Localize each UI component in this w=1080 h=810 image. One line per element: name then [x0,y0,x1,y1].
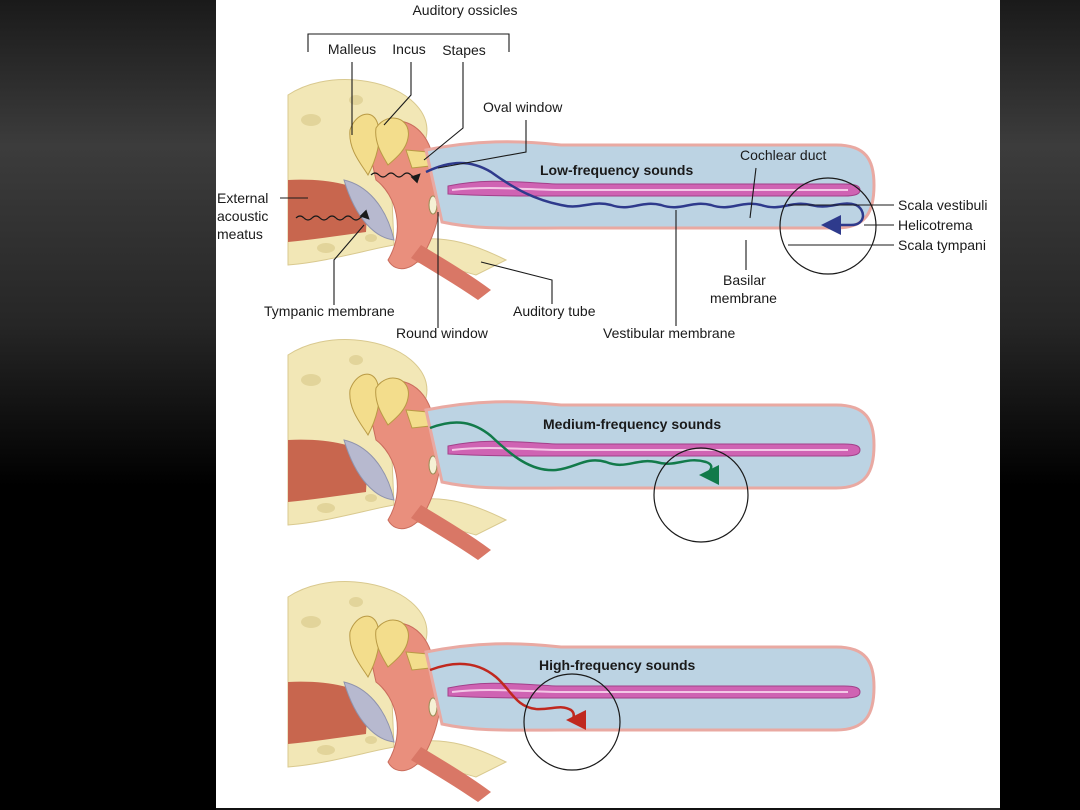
leader-cochlear-duct [749,167,757,219]
label-external-3: meatus [217,226,263,242]
label-malleus: Malleus [328,41,376,57]
label-auditory-tube: Auditory tube [513,303,596,319]
leader-auditory-tube [480,261,553,304]
slide-background-right [1000,0,1080,810]
ear-anatomy-low [286,78,876,302]
cochlea-frequency-figure: Auditory ossicles Malleus Incus Stapes O… [216,0,1000,808]
leader-stapes [423,62,464,161]
label-stapes: Stapes [442,42,486,58]
panel-high-frequency: High-frequency sounds [286,580,876,804]
slide-background-left [0,0,216,810]
ossicle-vibration-wave [370,172,421,184]
panel-medium-frequency: Medium-frequency sounds [286,338,876,562]
panel-title-low: Low-frequency sounds [540,162,693,178]
medium-resonance-circle [653,447,749,543]
panel-title-medium: Medium-frequency sounds [543,416,721,432]
label-tympanic-membrane: Tympanic membrane [264,303,395,319]
label-vestibular-membrane: Vestibular membrane [603,325,736,341]
label-auditory-ossicles: Auditory ossicles [412,2,517,18]
label-incus: Incus [392,41,425,57]
label-helicotrema: Helicotrema [898,217,973,233]
incoming-sound-wave [295,209,370,221]
label-oval-window: Oval window [483,99,563,115]
panel-title-high: High-frequency sounds [539,657,696,673]
label-round-window: Round window [396,325,489,341]
label-basilar-1: Basilar [723,272,766,288]
figure-svg: Auditory ossicles Malleus Incus Stapes O… [217,2,988,804]
ossicles-bracket [307,33,510,52]
helicotrema-highlight-circle [779,177,877,275]
medium-frequency-wave [429,421,720,485]
label-scala-vestibuli: Scala vestibuli [898,197,988,213]
label-cochlear-duct: Cochlear duct [740,147,826,163]
label-external-1: External [217,190,268,206]
label-basilar-2: membrane [710,290,777,306]
panel-low-frequency: Auditory ossicles Malleus Incus Stapes O… [217,2,988,341]
label-external-2: acoustic [217,208,268,224]
label-scala-tympani: Scala tympani [898,237,986,253]
ear-anatomy-medium [286,338,876,562]
high-frequency-wave [429,662,587,730]
high-resonance-circle [523,673,621,771]
leader-incus [383,62,412,126]
leader-oval-window [437,120,527,169]
leader-tympanic-membrane [333,224,365,305]
